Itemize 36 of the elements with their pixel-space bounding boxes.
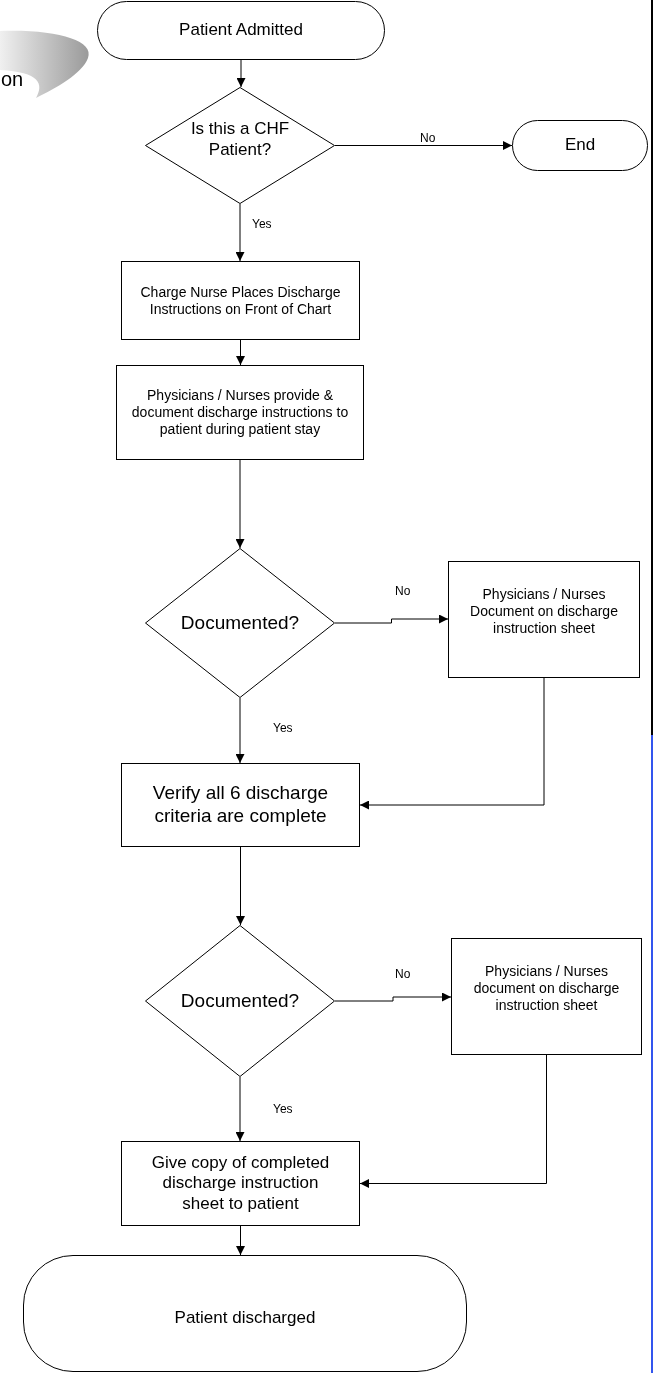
process-box [448,561,640,678]
node-text: Documented? [180,611,300,635]
node-text: Is this a CHF Patient? [189,119,291,160]
node-text: Physicians / Nurses document on discharge instruction sheet [472,963,621,1014]
arrow [235,1076,245,1142]
node-text: Patient Admitted [179,20,303,41]
decision-diamond [145,548,335,698]
process-box [116,365,364,460]
arrow [235,203,245,262]
process-box [451,938,642,1055]
arrow [334,141,513,150]
process-box [121,261,360,340]
text-fragment: on [1,68,24,91]
arrow [334,992,452,1002]
node-text: End [564,135,596,156]
node-text: Documented? [180,989,300,1013]
decision-diamond [145,87,335,204]
arrow [334,614,449,624]
arrow [359,677,545,810]
terminal-shape [512,120,648,171]
node-text: Patient discharged [174,1308,316,1329]
arrow [235,459,245,549]
node-text: Physicians / Nurses provide & document discharge instructions to patient during patient stay [130,387,350,438]
node-text: Physicians / Nurses Document on discharge instruction sheet [469,586,619,637]
node-text: Give copy of completed discharge instruction sheet to patient [150,1152,331,1215]
arrow [236,59,246,88]
arrow [359,1054,547,1188]
arrow [235,697,245,764]
arrow [236,846,245,926]
process-box [121,763,360,847]
arrow [236,339,245,366]
node-text: Charge Nurse Places Discharge Instructions on Front of Chart [140,283,341,318]
arrow [236,1225,245,1256]
decision-diamond [145,925,335,1077]
process-box [121,1141,360,1226]
node-text: Verify all 6 discharge criteria are complete [151,782,330,828]
